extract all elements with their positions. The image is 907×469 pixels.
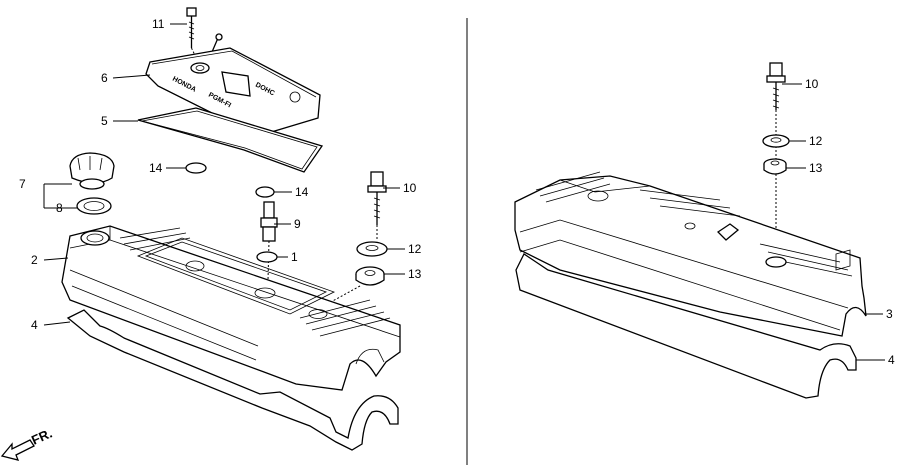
- callout-5: 5: [101, 114, 108, 128]
- part-12-washer-b: [762, 134, 790, 148]
- part-14-oring-b: [255, 186, 275, 198]
- part-1-grommet: [256, 251, 278, 263]
- part-9-pcv-valve: [260, 201, 278, 281]
- callout-4-right: 4: [888, 353, 895, 367]
- left-assembly: HONDA PGM-FI DOHC: [0, 7, 422, 461]
- front-direction-arrow: FR.: [0, 426, 54, 461]
- part-4-gasket-b: [515, 253, 857, 399]
- leaders-left: [43, 23, 405, 326]
- part-6-top-cover: HONDA PGM-FI DOHC: [145, 47, 321, 137]
- callout-10-left: 10: [403, 181, 417, 195]
- callout-6: 6: [101, 71, 108, 85]
- callout-10-right: 10: [805, 77, 819, 91]
- stud-pin: [211, 33, 223, 53]
- callout-7: 7: [19, 177, 26, 191]
- callout-3: 3: [886, 307, 893, 321]
- callout-12-right: 12: [809, 134, 823, 148]
- callout-2: 2: [31, 253, 38, 267]
- part-12-washer-a: [356, 241, 388, 257]
- part-5-gasket: [137, 107, 324, 173]
- callout-9: 9: [294, 217, 301, 231]
- part-2-head-cover: [61, 225, 401, 391]
- part-14-oring-a: [185, 162, 207, 174]
- part-8-cap-gasket: [76, 197, 112, 215]
- callout-14-top: 14: [149, 161, 163, 175]
- part-4-gasket-a: [66, 309, 399, 451]
- part-7-oil-cap: [69, 152, 115, 190]
- callout-13-right: 13: [809, 161, 823, 175]
- part-3-head-cover: [514, 171, 867, 337]
- callout-13-left: 13: [408, 267, 422, 281]
- callout-8: 8: [56, 201, 63, 215]
- part-13-seal-b: [763, 158, 787, 175]
- leaders-right: [782, 83, 885, 361]
- right-assembly: 10 12 13 3 4: [514, 62, 895, 399]
- callout-14-mid: 14: [295, 185, 309, 199]
- callout-1: 1: [291, 250, 298, 264]
- front-marker-label: FR.: [29, 426, 54, 448]
- callout-4-left: 4: [31, 318, 38, 332]
- callout-12-left: 12: [408, 242, 422, 256]
- callout-11: 11: [152, 17, 165, 31]
- part-10-bolt-a: [367, 171, 387, 240]
